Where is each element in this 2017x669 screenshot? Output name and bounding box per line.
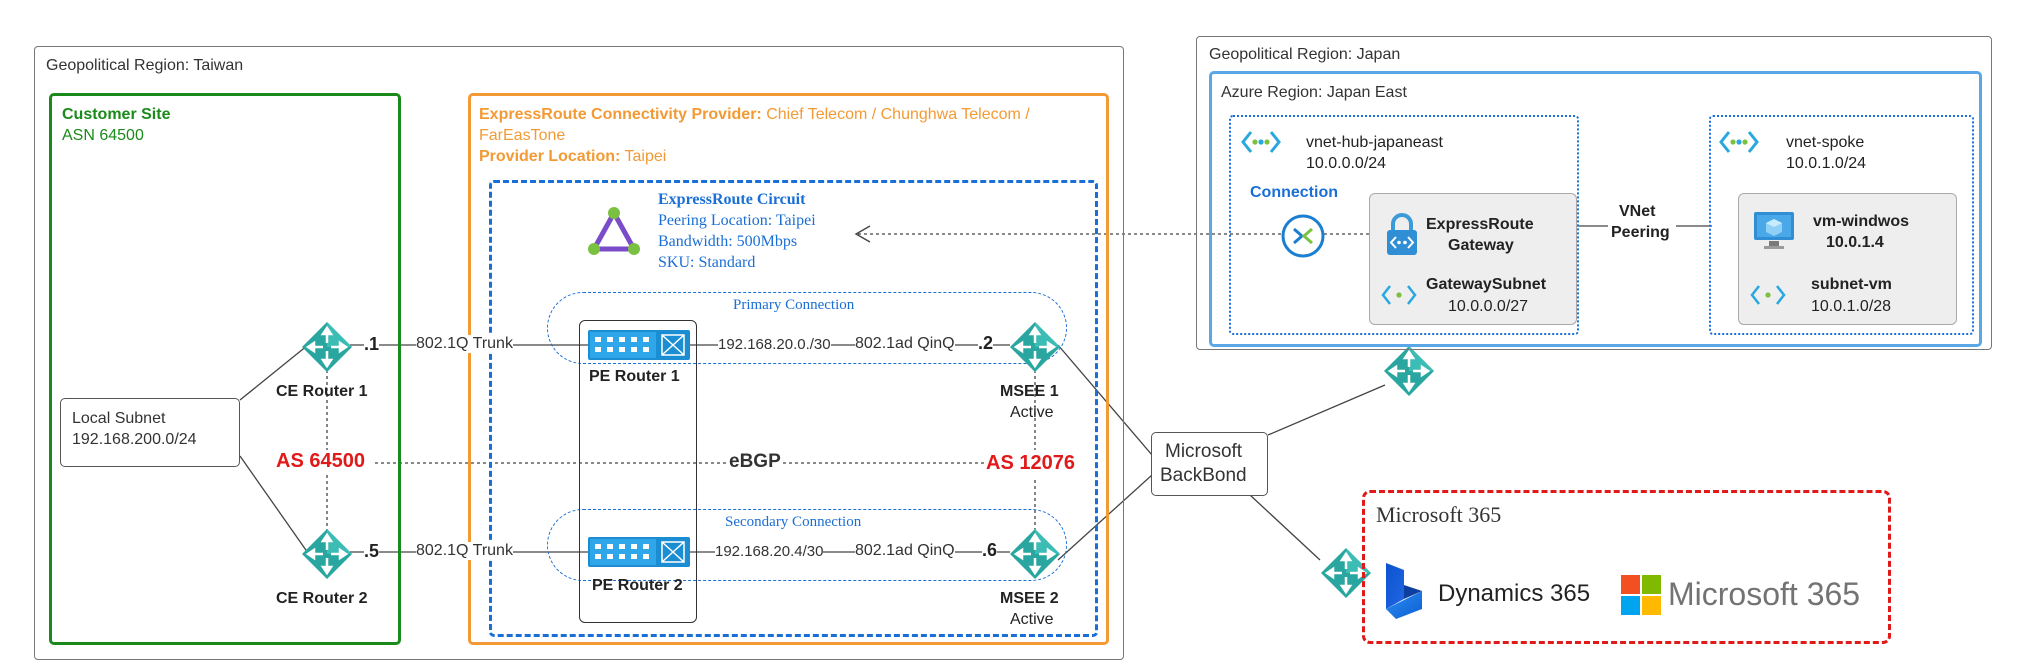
connection-label: Connection — [1250, 184, 1338, 201]
expressroute-gateway-icon — [1387, 213, 1417, 255]
microsoft-as-label: AS 12076 — [986, 452, 1075, 475]
backbone-line2: BackBond — [1160, 465, 1247, 486]
gateway-subnet-cidr: 10.0.0.0/27 — [1448, 298, 1529, 315]
msee-1-icon — [1010, 322, 1060, 372]
dynamics-365-logo-icon — [1386, 563, 1422, 619]
local-subnet-label: Local Subnet — [72, 410, 166, 427]
vm-ip: 10.0.1.4 — [1826, 234, 1884, 251]
msee-1-status: Active — [1010, 404, 1054, 421]
vnet-peering-line1: VNet — [1619, 203, 1656, 220]
hub-vnet-name: vnet-hub-japaneast — [1306, 134, 1443, 151]
provider-title-value: Chief Telecom / Chunghwa Telecom / — [766, 106, 1030, 123]
provider-title-value2: FarEasTone — [479, 127, 566, 144]
pe-router-1-label: PE Router 1 — [589, 368, 680, 385]
ce-router-2-ip: .5 — [364, 541, 380, 562]
spoke-vnet-name: vnet-spoke — [1786, 134, 1865, 151]
expressroute-circuit-box — [489, 180, 1098, 637]
ce-router-1-label: CE Router 1 — [276, 383, 368, 400]
m365-title: Microsoft 365 — [1376, 502, 1502, 527]
vnet-peering-line2: Peering — [1611, 224, 1670, 241]
primary-link-subnet: 192.168.20.0./30 — [718, 336, 831, 353]
msee-2-label: MSEE 2 — [1000, 590, 1059, 607]
pe-router-group — [579, 320, 697, 623]
ce-router-2-label: CE Router 2 — [276, 590, 368, 607]
pe-router-2-label: PE Router 2 — [592, 577, 683, 594]
gateway-subnet-name: GatewaySubnet — [1426, 276, 1547, 293]
provider-location-prefix: Provider Location: — [479, 148, 621, 165]
provider-location: Provider Location: Taipei — [479, 148, 666, 166]
trunk-2-label: 802.1Q Trunk — [416, 542, 513, 560]
customer-asn: ASN 64500 — [62, 127, 144, 144]
customer-as-label: AS 64500 — [276, 450, 365, 473]
primary-connection-label: Primary Connection — [733, 297, 855, 313]
provider-title: ExpressRoute Connectivity Provider: Chie… — [479, 106, 1030, 124]
expressroute-circuit-icon — [588, 207, 640, 255]
microsoft-logo-icon — [1621, 575, 1661, 615]
provider-box — [468, 93, 1109, 645]
taiwan-region-label: Geopolitical Region: Taiwan — [46, 57, 244, 74]
vm-name: vm-windwos — [1813, 213, 1910, 230]
azure-edge-router-icon — [1384, 346, 1434, 396]
hub-vnet-cidr: 10.0.0.0/24 — [1306, 155, 1387, 172]
local-subnet-cidr: 192.168.200.0/24 — [72, 431, 197, 448]
spoke-vnet-cidr: 10.0.1.0/24 — [1786, 155, 1867, 172]
local-subnet-box — [60, 398, 240, 467]
circuit-bandwidth: Bandwidth: 500Mbps — [658, 233, 798, 250]
m365-box — [1362, 490, 1891, 644]
gateway-subnet-icon — [1381, 285, 1417, 305]
circuit-sku: SKU: Standard — [658, 254, 756, 271]
spoke-vnet-box — [1709, 115, 1974, 335]
secondary-connection-label: Secondary Connection — [725, 514, 862, 530]
customer-site-box — [49, 93, 401, 645]
virtual-machine-icon — [1754, 212, 1794, 249]
microsoft-365-label: Microsoft 365 — [1668, 576, 1861, 612]
subnet-vm-name: subnet-vm — [1811, 276, 1892, 293]
msee-2-status: Active — [1010, 611, 1054, 628]
secondary-connection-box — [547, 509, 1067, 581]
subnet-vm-cidr: 10.0.1.0/28 — [1811, 298, 1892, 315]
msee-1-label: MSEE 1 — [1000, 383, 1059, 400]
azure-region-box — [1209, 71, 1982, 347]
spoke-vnet-icon — [1719, 131, 1759, 153]
ce-router-2-icon — [302, 529, 352, 579]
trunk-1-label: 802.1Q Trunk — [416, 335, 513, 353]
provider-location-value: Taipei — [624, 148, 667, 165]
provider-title-prefix: ExpressRoute Connectivity Provider: — [479, 106, 762, 123]
ce-router-1-icon — [302, 322, 352, 372]
azure-region-label: Azure Region: Japan East — [1221, 84, 1407, 101]
backbone-line1: Microsoft — [1165, 441, 1243, 462]
gateway-line2: Gateway — [1448, 237, 1514, 254]
gateway-line1: ExpressRoute — [1426, 216, 1534, 233]
msee-1-ip: .2 — [978, 333, 994, 354]
secondary-link-subnet: 192.168.20.4/30 — [715, 543, 824, 560]
primary-link-qinq: 802.1ad QinQ — [855, 335, 955, 353]
dynamics-365-label: Dynamics 365 — [1438, 580, 1591, 607]
customer-site-title: Customer Site — [62, 106, 171, 123]
pe-router-1-icon — [588, 330, 690, 360]
microsoft-backbone-box — [1151, 432, 1268, 496]
taiwan-region — [34, 46, 1124, 660]
pe-router-2-icon — [588, 537, 690, 567]
ebgp-label: eBGP — [729, 451, 781, 473]
japan-region-label: Geopolitical Region: Japan — [1209, 46, 1401, 63]
msee-2-icon — [1010, 529, 1060, 579]
japan-region — [1196, 36, 1992, 350]
subnet-vm-icon — [1750, 285, 1786, 305]
m365-edge-router-icon — [1321, 548, 1371, 598]
secondary-link-qinq: 802.1ad QinQ — [855, 542, 955, 560]
hub-vnet-icon — [1241, 131, 1281, 153]
msee-2-ip: .6 — [982, 540, 998, 561]
primary-connection-box — [547, 292, 1067, 364]
connection-icon — [1281, 214, 1325, 258]
ce-router-1-ip: .1 — [364, 334, 380, 355]
circuit-title: ExpressRoute Circuit — [658, 191, 806, 208]
circuit-peering: Peering Location: Taipei — [658, 212, 816, 229]
hub-vnet-box — [1229, 115, 1579, 335]
